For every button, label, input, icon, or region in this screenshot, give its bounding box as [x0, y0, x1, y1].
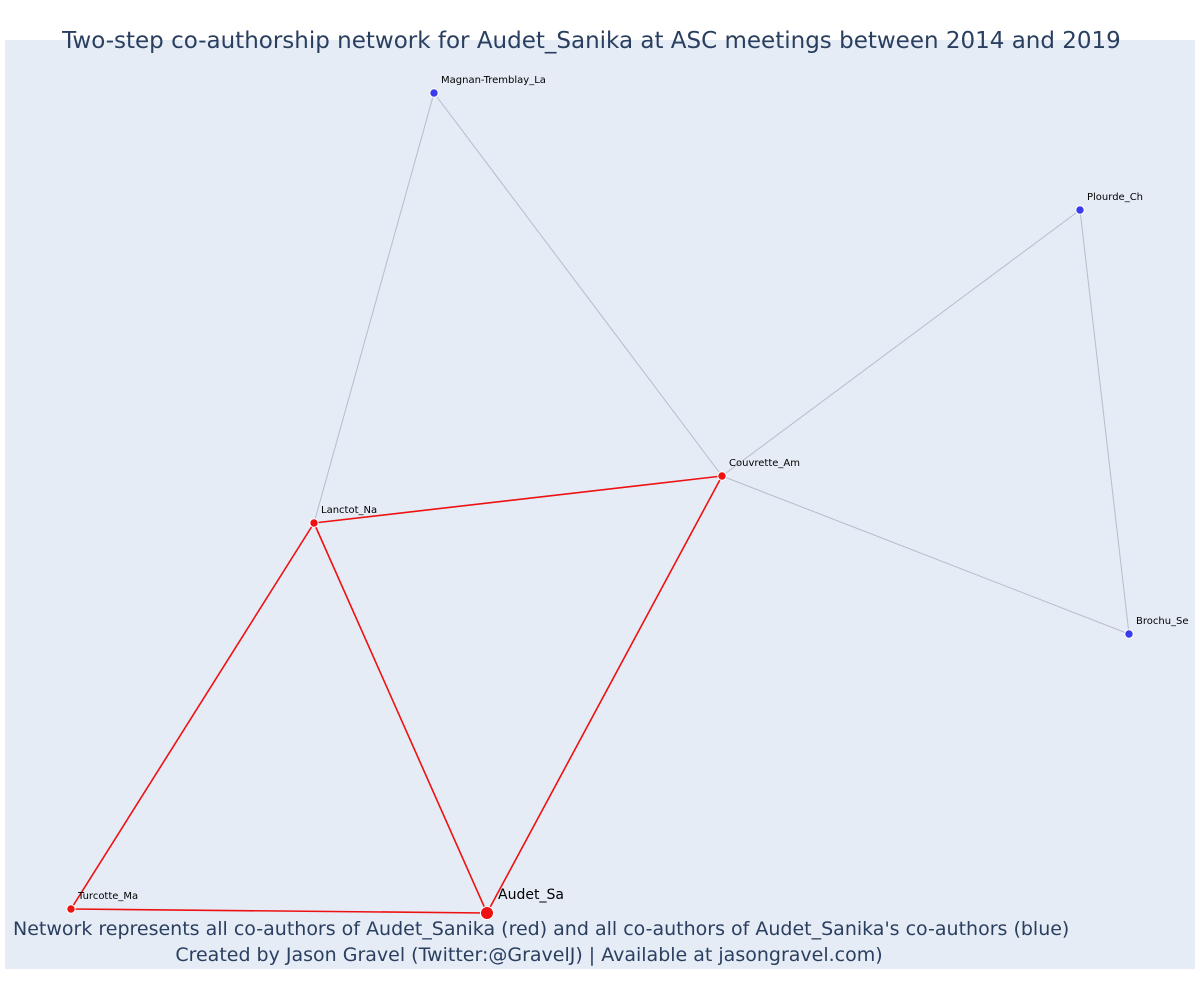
nodes-layer: Audet_Sa Turcotte_Ma Lanctot_Na Couvrette_A… [66, 75, 1189, 920]
node-Brochu_Se[interactable] [1124, 629, 1134, 639]
node-Lanctot_Na[interactable] [309, 518, 319, 528]
edges-layer [70, 92, 1130, 914]
edge-Turcotte_Ma-Lanctot_Na [70, 522, 315, 910]
edge-Plourde_Ch-Brochu_Se [1079, 209, 1130, 635]
node-label-Brochu_Se: Brochu_Se [1136, 616, 1189, 627]
node-label-Plourde_Ch: Plourde_Ch [1087, 192, 1143, 203]
chart-title: Two-step co-authorship network for Audet… [62, 28, 1121, 54]
edge-Audet_Sa-Lanctot_Na [313, 522, 488, 914]
node-Audet_Sa[interactable] [480, 906, 494, 920]
node-Plourde_Ch[interactable] [1075, 205, 1085, 215]
edge-Lanctot_Na-Magnan-Tremblay_La [313, 92, 435, 524]
edge-Couvrette_Am-Magnan-Tremblay_La [433, 92, 723, 477]
edge-Lanctot_Na-Couvrette_Am [313, 475, 723, 524]
node-label-Turcotte_Ma: Turcotte_Ma [77, 891, 138, 902]
footer-credit: Created by Jason Gravel (Twitter:@Gravel… [175, 944, 883, 966]
edge-Couvrette_Am-Brochu_Se [721, 475, 1130, 635]
node-Magnan-Tremblay_La[interactable] [429, 88, 439, 98]
node-label-Couvrette_Am: Couvrette_Am [729, 458, 800, 469]
edge-Audet_Sa-Couvrette_Am [486, 475, 723, 914]
footer-note: Network represents all co-authors of Aud… [13, 918, 1070, 940]
node-Turcotte_Ma[interactable] [66, 904, 76, 914]
node-label-Magnan-Tremblay_La: Magnan-Tremblay_La [441, 75, 546, 86]
edge-Audet_Sa-Turcotte_Ma [70, 908, 488, 914]
edge-Couvrette_Am-Plourde_Ch [721, 209, 1081, 477]
plot-area [5, 40, 1195, 969]
node-Couvrette_Am[interactable] [717, 471, 727, 481]
node-label-Audet_Sa: Audet_Sa [498, 887, 564, 903]
node-label-Lanctot_Na: Lanctot_Na [321, 505, 377, 516]
